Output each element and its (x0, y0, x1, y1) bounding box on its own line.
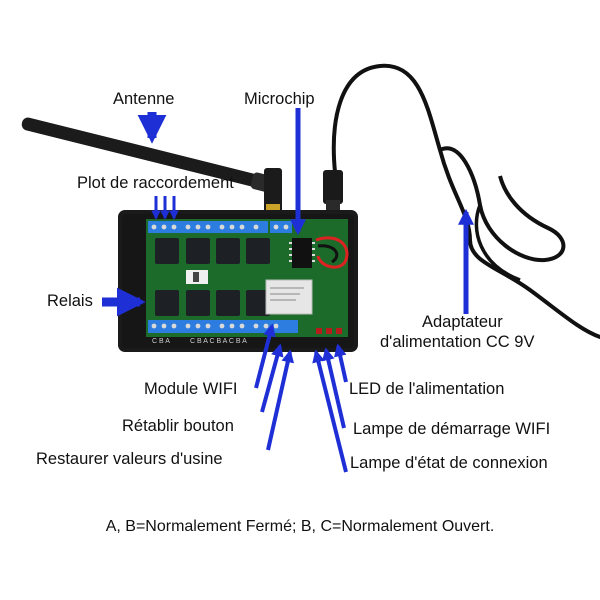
callout-arrows (102, 108, 475, 473)
label-adaptateur-line2: d'alimentation CC 9V (380, 333, 535, 351)
footnote: A, B=Normalement Fermé; B, C=Normalement… (105, 518, 495, 535)
label-module-wifi: Module WIFI (144, 380, 238, 398)
terminal-letters-right: C B A C B A C B A (190, 338, 247, 345)
arrow-wifi-start (322, 347, 346, 429)
label-microchip: Microchip (244, 90, 315, 108)
label-adaptateur-line1: Adaptateur (422, 313, 503, 331)
relays (155, 238, 270, 316)
label-antenne: Antenne (113, 90, 175, 108)
arrow-reset (260, 343, 284, 413)
dc-jack (323, 170, 343, 204)
arrow-wifi-module (254, 323, 276, 389)
label-lampe-demarrage-wifi: Lampe de démarrage WIFI (353, 420, 551, 438)
pcb (146, 219, 348, 337)
label-relais: Relais (47, 292, 93, 310)
microchip (292, 238, 312, 268)
label-retablir-bouton: Rétablir bouton (122, 417, 234, 435)
arrow-factory (266, 349, 295, 451)
arrow-connection (312, 349, 348, 473)
terminal-letters-left: C B A (152, 338, 170, 345)
label-led-alimentation: LED de l'alimentation (349, 380, 505, 398)
label-lampe-etat-connexion: Lampe d'état de connexion (350, 454, 548, 472)
power-cable (331, 63, 600, 339)
arrow-power-led (333, 343, 348, 383)
label-plot-de-raccordement: Plot de raccordement (77, 174, 234, 192)
label-restaurer-valeurs: Restaurer valeurs d'usine (36, 450, 223, 468)
wifi-module (265, 279, 313, 315)
status-leds (316, 328, 342, 334)
